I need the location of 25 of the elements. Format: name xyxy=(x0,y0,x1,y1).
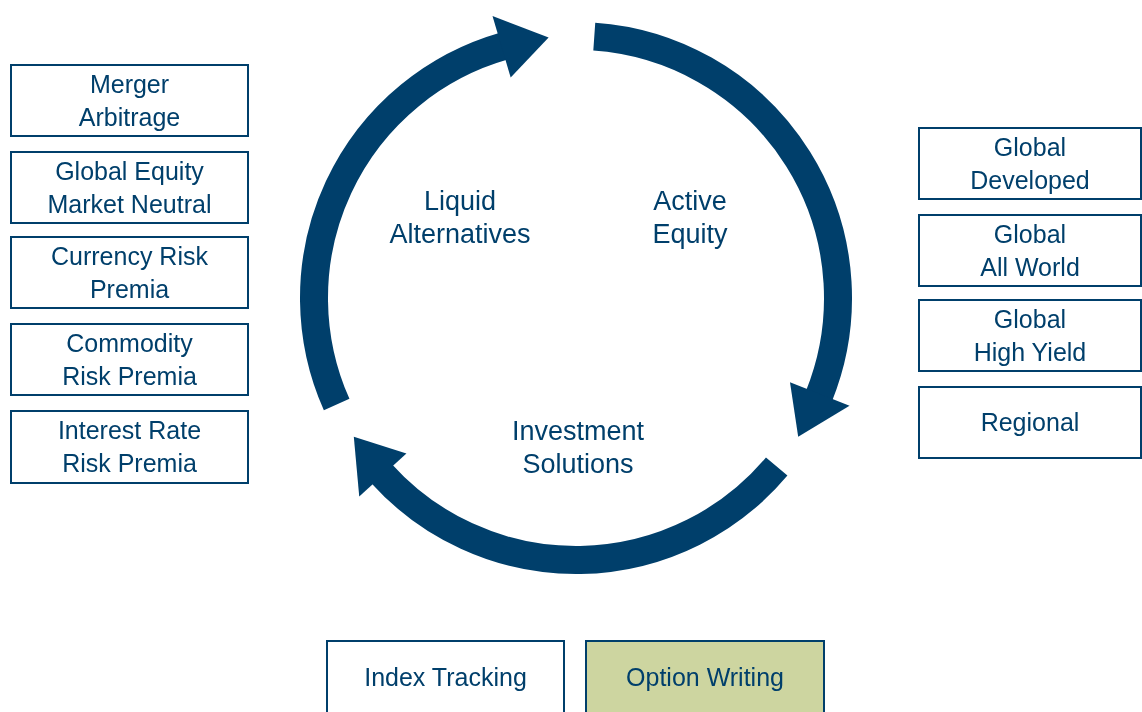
segment-label: Active Equity xyxy=(651,185,729,251)
category-box xyxy=(918,299,1142,372)
category-box xyxy=(918,214,1142,287)
category-box xyxy=(585,640,825,712)
category-box xyxy=(10,64,249,137)
box-label: Global Equity Market Neutral xyxy=(46,155,213,220)
box-label: Option Writing xyxy=(626,661,784,693)
segment-label: Investment Solutions xyxy=(510,415,646,481)
box-label: Interest Rate Risk Premia xyxy=(56,415,203,479)
box-label: Commodity Risk Premia xyxy=(61,327,198,392)
box-label: Regional xyxy=(980,407,1080,438)
segment-label: Liquid Alternatives xyxy=(388,185,532,251)
category-box xyxy=(10,323,249,396)
category-box xyxy=(918,386,1142,459)
box-label: Currency Risk Premia xyxy=(50,240,209,305)
box-label: Global All World xyxy=(979,218,1081,283)
category-box xyxy=(918,127,1142,200)
box-label: Global High Yield xyxy=(972,303,1088,368)
category-box xyxy=(10,410,249,484)
category-box xyxy=(10,151,249,224)
box-label: Global Developed xyxy=(969,131,1091,196)
category-box xyxy=(326,640,565,712)
box-label: Index Tracking xyxy=(364,661,527,693)
box-label: Merger Arbitrage xyxy=(77,68,182,133)
category-box xyxy=(10,236,249,309)
